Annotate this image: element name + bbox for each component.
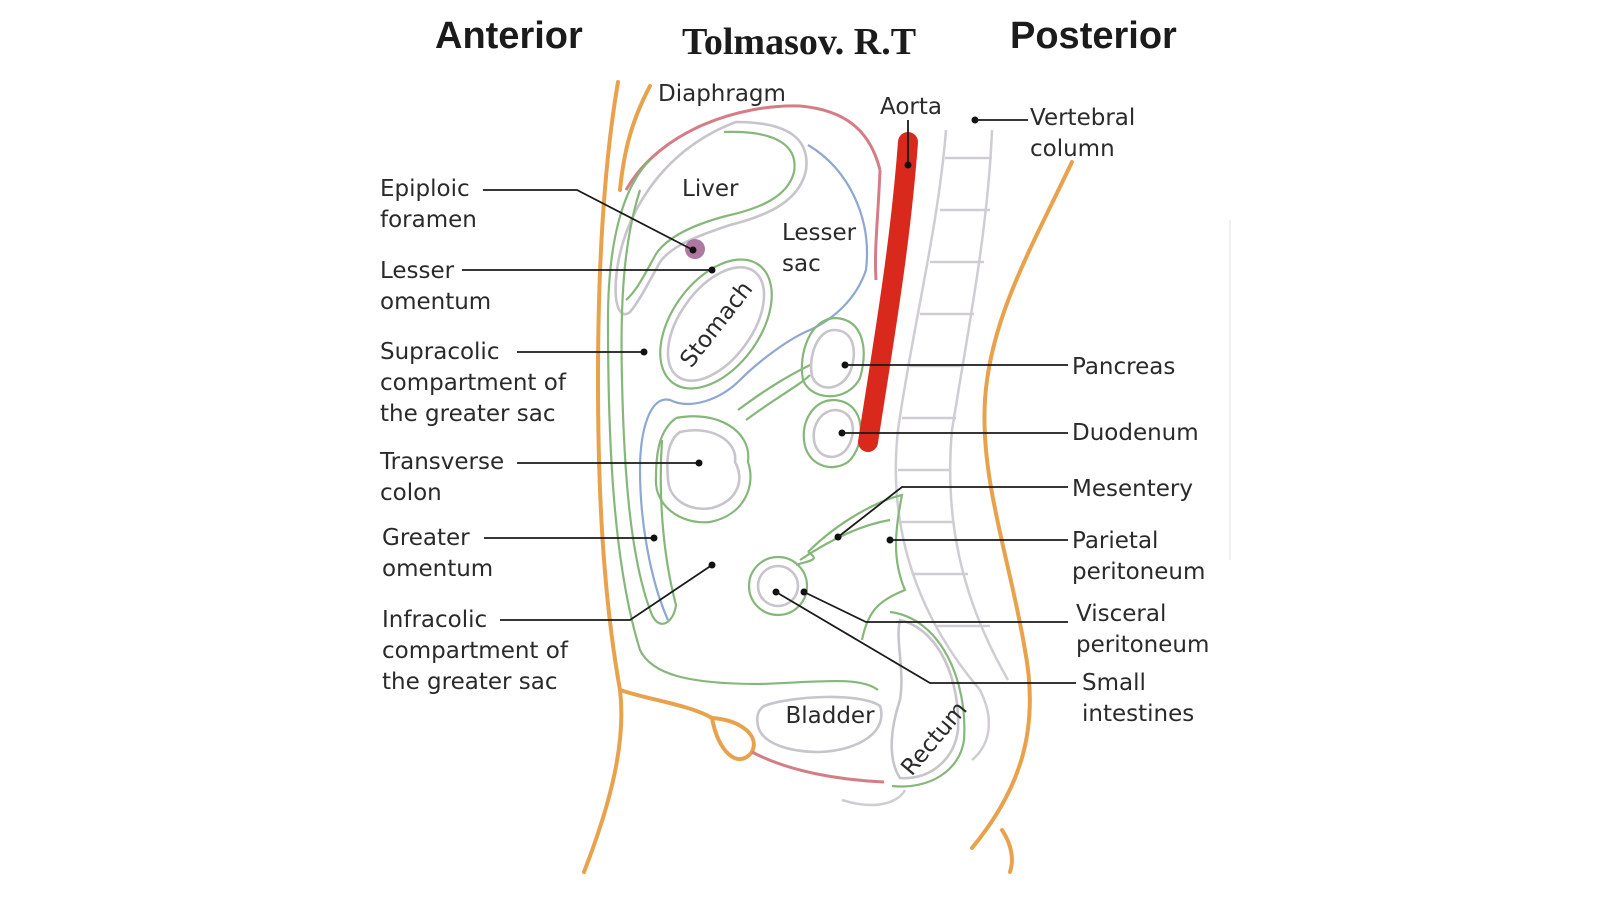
- svg-text:Supracolic: Supracolic: [380, 339, 499, 365]
- label-diaphragm: Diaphragm: [658, 81, 786, 107]
- vertebral-column: [894, 129, 1010, 761]
- callout-mesentery: Mesentery: [834, 476, 1193, 541]
- callout-lesser-omentum: Lesser omentum: [380, 258, 716, 315]
- svg-text:the greater sac: the greater sac: [382, 669, 558, 695]
- rectum: Rectum: [841, 610, 973, 807]
- svg-text:Lesser: Lesser: [380, 258, 455, 284]
- svg-text:Infracolic: Infracolic: [382, 607, 487, 633]
- callout-pancreas: Pancreas: [841, 354, 1175, 380]
- svg-text:omentum: omentum: [380, 289, 491, 315]
- transverse-colon: [654, 364, 811, 524]
- svg-text:compartment of: compartment of: [380, 370, 567, 396]
- callout-transverse-colon: Transverse colon: [379, 449, 703, 506]
- svg-text:Pancreas: Pancreas: [1072, 354, 1175, 380]
- callout-greater-omentum: Greater omentum: [382, 525, 658, 582]
- svg-text:Transverse: Transverse: [379, 449, 504, 475]
- callout-visceral-peritoneum: Visceral peritoneum: [800, 588, 1209, 658]
- svg-text:foramen: foramen: [380, 207, 477, 233]
- callout-epiploic-foramen: Epiploic foramen: [380, 176, 697, 254]
- svg-text:Epiploic: Epiploic: [380, 176, 470, 202]
- aorta: [858, 132, 918, 452]
- posterior-body-outline: [970, 160, 1074, 874]
- svg-text:compartment of: compartment of: [382, 638, 569, 664]
- label-aorta: Aorta: [880, 94, 942, 120]
- diaphragm: [624, 104, 882, 191]
- callout-duodenum: Duodenum: [838, 420, 1199, 446]
- diaphragm-posterior: [873, 169, 882, 281]
- label-bladder: Bladder: [785, 703, 875, 729]
- greater-sac-peritoneum: [606, 159, 879, 691]
- callout-small-intestines: Small intestines: [772, 588, 1194, 727]
- callout-parietal-peritoneum: Parietal peritoneum: [886, 528, 1205, 585]
- anterior-body-wall: [582, 80, 756, 874]
- heading-author: Tolmasov. R.T: [682, 21, 916, 63]
- small-intestines: [747, 493, 907, 641]
- bladder: Bladder: [751, 695, 885, 784]
- svg-text:Greater: Greater: [382, 525, 470, 551]
- svg-text:Small: Small: [1082, 670, 1146, 696]
- svg-text:intestines: intestines: [1082, 701, 1194, 727]
- label-liver: Liver: [682, 176, 739, 202]
- svg-text:Parietal: Parietal: [1072, 528, 1158, 554]
- svg-text:Duodenum: Duodenum: [1072, 420, 1199, 446]
- callout-infracolic-compartment: Infracolic compartment of the greater sa…: [382, 561, 716, 695]
- svg-text:peritoneum: peritoneum: [1076, 632, 1209, 658]
- label-lesser-sac-line1: Lesser: [782, 220, 857, 246]
- svg-text:colon: colon: [380, 480, 442, 506]
- svg-text:column: column: [1030, 136, 1115, 162]
- duodenum: [802, 398, 862, 469]
- heading-posterior: Posterior: [1010, 15, 1177, 57]
- stomach: Stomach: [659, 258, 773, 390]
- label-lesser-sac-line2: sac: [782, 251, 821, 277]
- callout-supracolic-compartment: Supracolic compartment of the greater sa…: [380, 339, 648, 427]
- svg-text:Vertebral: Vertebral: [1030, 105, 1135, 131]
- svg-text:Visceral: Visceral: [1076, 601, 1166, 627]
- svg-text:the greater sac: the greater sac: [380, 401, 556, 427]
- heading-anterior: Anterior: [435, 15, 583, 57]
- peritoneum-blue-layer: [638, 144, 868, 621]
- liver: [614, 120, 808, 316]
- svg-text:omentum: omentum: [382, 556, 493, 582]
- svg-text:Mesentery: Mesentery: [1072, 476, 1193, 502]
- pancreas: [800, 316, 865, 398]
- svg-text:peritoneum: peritoneum: [1072, 559, 1205, 585]
- callout-vertebral-column: Vertebral column: [971, 105, 1135, 162]
